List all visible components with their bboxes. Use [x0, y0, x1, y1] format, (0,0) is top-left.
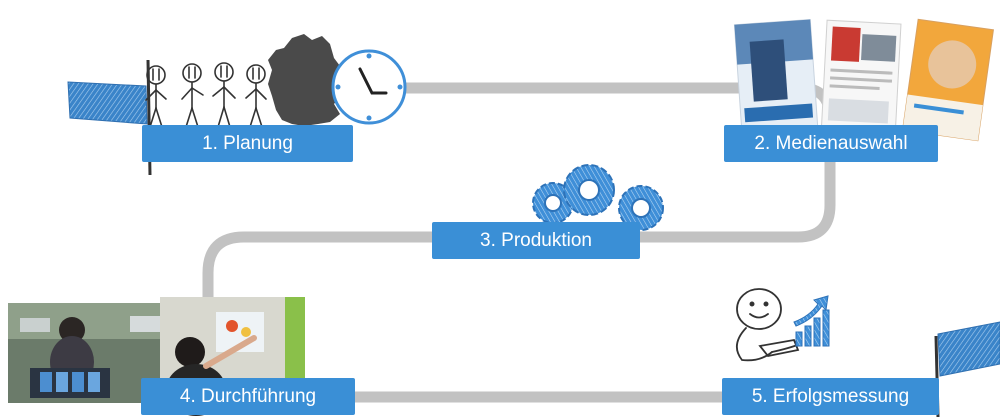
start-flag-icon [67, 59, 152, 176]
growth-chart-icon [793, 295, 830, 347]
step-label-planung: 1. Planung [142, 125, 353, 162]
step-label-produktion: 3. Produktion [432, 222, 640, 259]
step-label-medienauswahl: 2. Medienauswahl [724, 125, 938, 162]
process-route [202, 82, 836, 403]
step-label-erfolgsmessung: 5. Erfolgsmessung [722, 378, 939, 415]
smiley-figure-icon [736, 288, 801, 362]
stick-figures-illustration [145, 62, 267, 128]
gears-icon [532, 164, 664, 231]
finish-flag-icon [934, 321, 1000, 417]
germany-map-icon [268, 34, 342, 126]
step-label-durchfuehrung: 4. Durchführung [141, 378, 355, 415]
brochures-image [733, 18, 994, 142]
clock-icon [331, 49, 407, 125]
